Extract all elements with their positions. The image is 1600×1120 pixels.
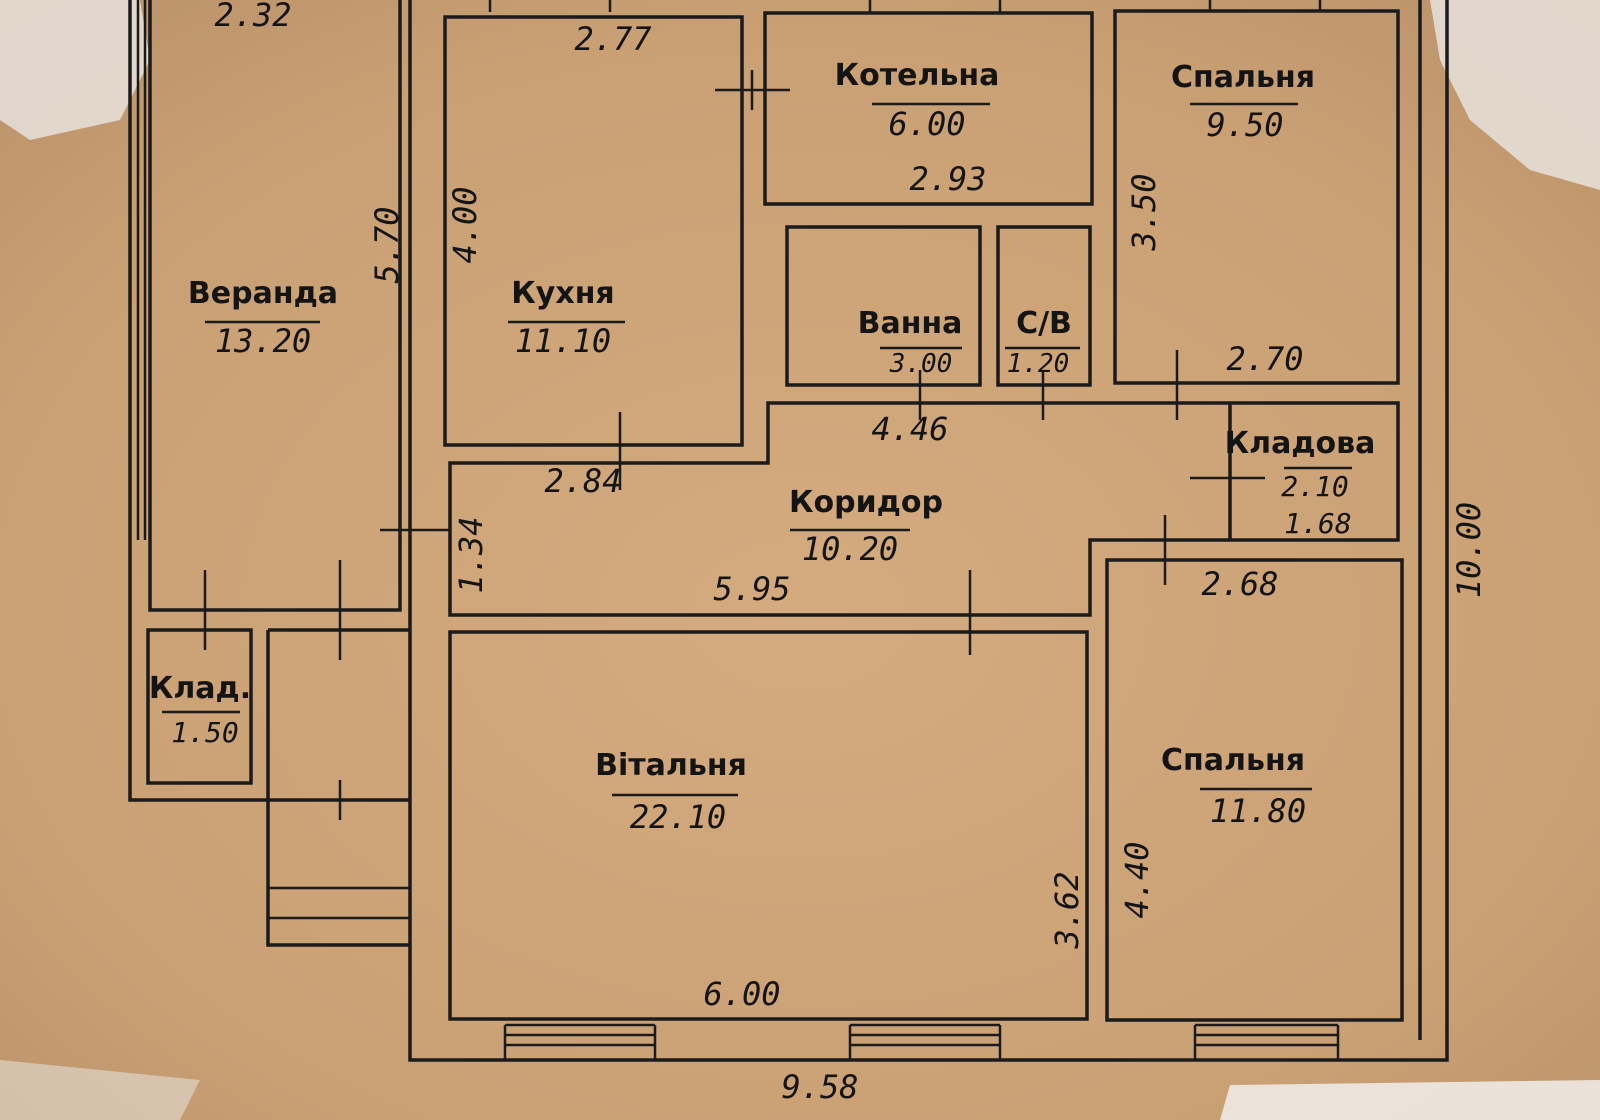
corridor-name: Коридор [789, 485, 943, 520]
dim-veranda-length: 5.70 [368, 206, 406, 283]
wc-area: 1.20 [1007, 349, 1070, 379]
dim-corridor-top: 4.46 [871, 410, 948, 448]
room-labels: Веранда 13.20 Кухня 11.10 Котельна 6.00 … [149, 58, 1376, 836]
dim-boiler-width: 2.93 [909, 160, 986, 198]
pantry-area: 2.10 [1281, 470, 1348, 503]
window-living-2 [848, 1023, 1002, 1060]
bedroom-top-walls [1113, 9, 1400, 385]
veranda-wall [128, 0, 410, 802]
dim-bedroom-bottom-width: 2.68 [1201, 565, 1278, 603]
storage-small-name: Клад. [149, 671, 251, 706]
boiler-walls [763, 11, 1094, 206]
dim-bedroom-bottom-length: 4.40 [1118, 841, 1156, 918]
door-kitchen-boiler [715, 70, 790, 110]
door-pantry [1190, 430, 1265, 540]
dim-bedroom-top-length: 3.50 [1125, 173, 1163, 251]
dim-living-height: 3.62 [1048, 871, 1086, 949]
bedroom-top-area: 9.50 [1206, 106, 1283, 144]
dim-pantry-width: 1.68 [1284, 507, 1351, 540]
door-porch [338, 780, 410, 820]
bath-name: Ванна [858, 306, 963, 341]
veranda-area: 13.20 [215, 322, 311, 360]
corridor-area: 10.20 [802, 530, 898, 568]
bedroom-bottom-name: Спальня [1161, 743, 1305, 778]
dim-corridor-length: 5.95 [713, 570, 790, 608]
window-bedroom [1193, 1023, 1340, 1060]
kitchen-name: Кухня [511, 276, 614, 311]
storage-small-walls [146, 628, 253, 785]
walls [128, 0, 1449, 1062]
bath-area: 3.00 [889, 349, 953, 379]
bedroom-bottom-area: 11.80 [1210, 792, 1306, 830]
dim-living-width: 6.00 [703, 975, 780, 1013]
dim-house-width: 9.58 [781, 1068, 858, 1106]
veranda-inner-wall [148, 0, 402, 612]
dim-kitchen-bottom: 2.84 [544, 462, 621, 500]
bedroom-bottom-walls [1105, 558, 1404, 1022]
dim-kitchen-length: 4.00 [446, 186, 484, 263]
bedroom-top-name: Спальня [1171, 60, 1315, 95]
dim-veranda-width: 2.32 [214, 0, 291, 34]
living-area: 22.10 [630, 798, 726, 836]
corridor-walls [448, 401, 1400, 617]
window-living-1 [503, 1023, 657, 1060]
window-top [488, 0, 1322, 12]
openings [203, 0, 1340, 1060]
veranda-window [136, 0, 147, 540]
dim-house-depth: 10.00 [1450, 502, 1488, 598]
dim-corridor-side: 1.34 [452, 516, 490, 593]
wc-name: С/В [1016, 306, 1072, 341]
kitchen-area: 11.10 [515, 322, 611, 360]
porch-steps [268, 886, 410, 920]
living-walls [448, 630, 1089, 1021]
boiler-area: 6.00 [888, 105, 965, 143]
dim-bedroom-top-width: 2.70 [1226, 340, 1303, 378]
storage-small-area: 1.50 [171, 716, 238, 749]
boiler-name: Котельна [835, 58, 1000, 93]
dim-kitchen-width: 2.77 [574, 20, 651, 58]
veranda-name: Веранда [188, 276, 338, 311]
living-name: Вітальня [595, 748, 747, 783]
kitchen-walls [443, 15, 744, 447]
bath-walls [785, 225, 982, 387]
pantry-name: Кладова [1225, 426, 1376, 461]
dimension-labels: 2.32 5.70 2.77 4.00 2.84 2.93 3.50 2.70 … [214, 0, 1488, 1106]
